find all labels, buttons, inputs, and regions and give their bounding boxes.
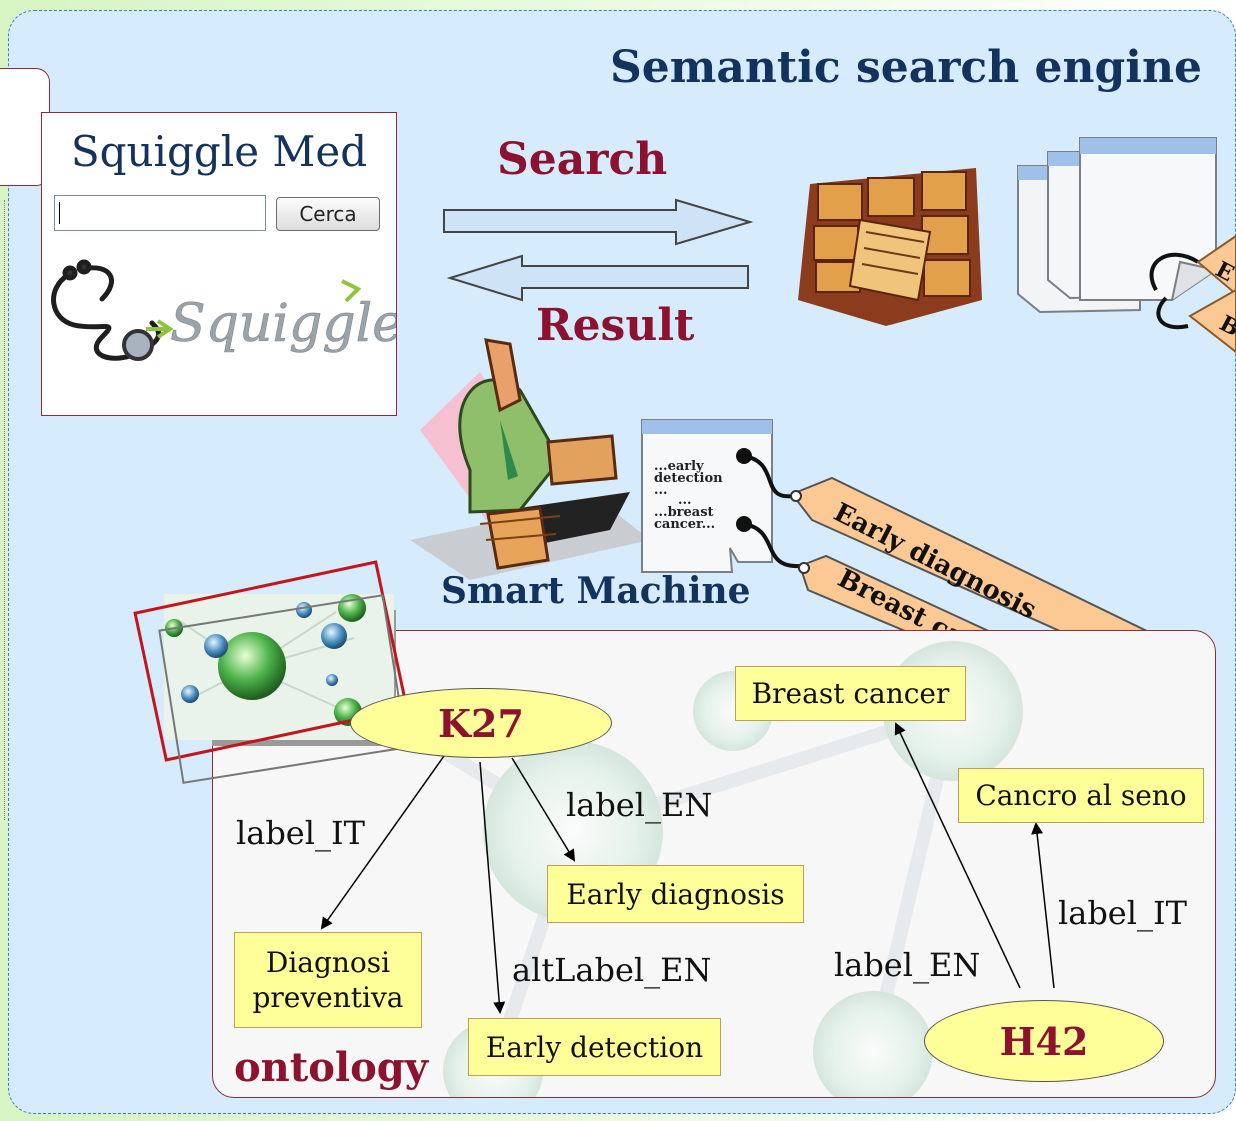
edge-k27-diagnosi (320, 755, 445, 930)
search-input[interactable] (54, 195, 266, 231)
edge-label-k27-label-en: label_EN (566, 786, 713, 824)
result-label: Result (536, 300, 695, 351)
box-early-diagnosis: Early diagnosis (547, 865, 804, 923)
node-h42: H42 (924, 1000, 1164, 1082)
edge-k27-early-diagnosis (511, 757, 576, 862)
edge-k27-early-detection (479, 761, 506, 1014)
edge-h42-breast-cancer (894, 722, 1021, 989)
doc-line: ...breast (654, 505, 714, 520)
box-early-detection: Early detection (468, 1018, 721, 1076)
edge-label-h42-label-it: label_IT (1058, 894, 1187, 932)
doc-line: cancer... (654, 517, 715, 532)
tag-top-2 (1188, 288, 1236, 354)
search-label: Search (497, 134, 668, 185)
squiggle-med-box: Squiggle Med Cerca Squiggle (41, 112, 397, 416)
doc-line: ...early (654, 459, 704, 474)
text-caret (59, 202, 60, 224)
stethoscope-icon (51, 259, 161, 361)
squiggle-logo-text: Squiggle (170, 294, 396, 354)
box-cancro-al-seno: Cancro al seno (958, 768, 1204, 823)
node-k27: K27 (350, 688, 612, 758)
result-arrow (446, 254, 749, 302)
smart-machine-label: Smart Machine (441, 570, 751, 612)
edge-label-k27-label-it: label_IT (236, 814, 365, 852)
cerca-button[interactable]: Cerca (276, 197, 380, 231)
page-title: Semantic search engine (610, 42, 1202, 93)
doc-line: ... (678, 493, 692, 508)
edge-h42-cancro (1031, 822, 1055, 989)
svg-text:...early detection: ...early detection ... ... ...breast can… (654, 459, 727, 532)
edge-label-k27-altlabel-en: altLabel_EN (512, 951, 712, 989)
documents-stack-icon (1017, 137, 1217, 330)
search-arrow (443, 198, 754, 246)
box-diagnosi-line2: preventiva (252, 981, 404, 1014)
edge-label-h42-label-en: label_EN (834, 946, 981, 984)
squiggle-med-title: Squiggle Med (70, 127, 368, 176)
annotated-document-icon: ...early detection ... ... ...breast can… (641, 419, 801, 573)
ontology-label: ontology (234, 1044, 429, 1091)
squiggle-logo: Squiggle (51, 259, 396, 361)
tag-top-1 (1196, 234, 1236, 296)
doc-line: ... (654, 483, 668, 498)
filing-cabinet-icon (798, 168, 982, 326)
box-diagnosi-line1: Diagnosi (265, 946, 391, 979)
box-breast-cancer: Breast cancer (735, 666, 966, 721)
box-diagnosi-preventiva: Diagnosi preventiva (234, 932, 422, 1028)
side-dotted-line (4, 200, 11, 820)
smart-machine-icon (410, 338, 650, 580)
